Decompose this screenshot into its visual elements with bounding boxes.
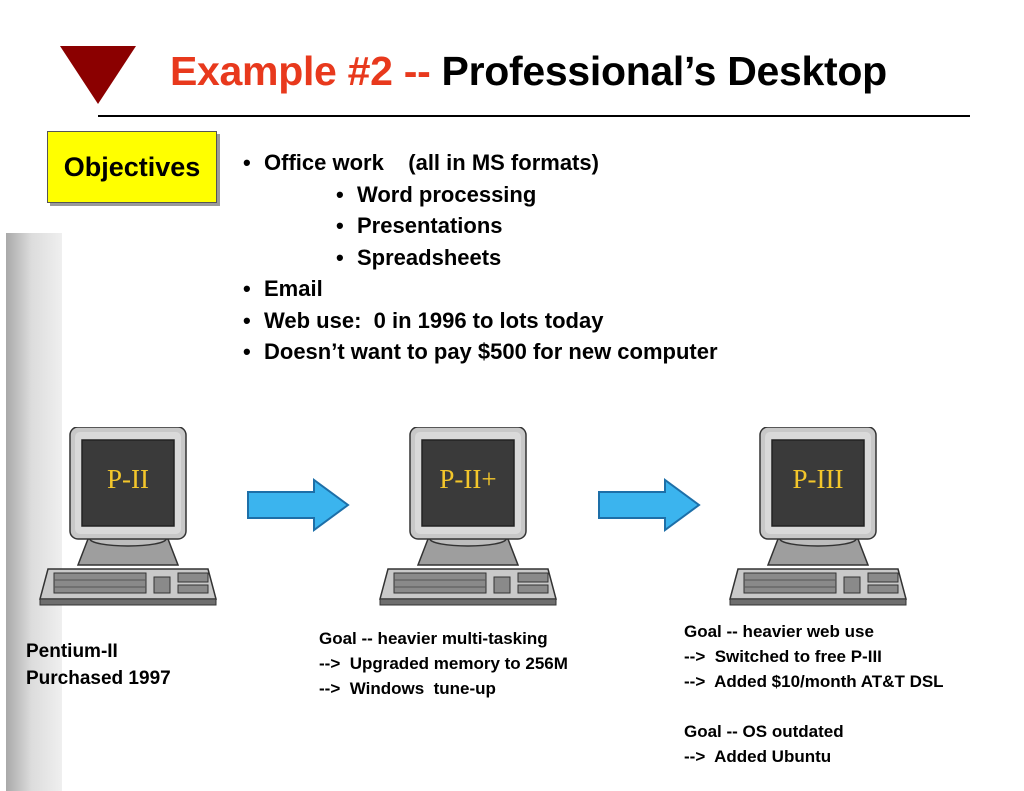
objective-item: Office work (all in MS formats) (241, 147, 718, 179)
caption-line: --> Switched to free P-III (684, 647, 882, 666)
objective-item: Email (241, 273, 718, 305)
caption-line: --> Upgraded memory to 256M (319, 654, 568, 673)
caption-line: Goal -- OS outdated (684, 722, 844, 741)
cpu-label: P-II+ (439, 464, 497, 494)
side-decor-bar (6, 233, 62, 791)
objective-subitem: Presentations (334, 210, 718, 242)
title-main: Professional’s Desktop (441, 48, 888, 94)
caption-line: --> Windows tune-up (319, 679, 496, 698)
caption-line: --> Added $10/month AT&T DSL (684, 672, 944, 691)
computer-icon (379, 426, 557, 606)
objective-item: Web use: 0 in 1996 to lots today (241, 305, 718, 337)
computer-p3: P-III (728, 426, 908, 607)
caption-web-use: Goal -- heavier web use --> Switched to f… (684, 619, 944, 769)
caption-multitasking: Goal -- heavier multi-tasking --> Upgrade… (319, 626, 568, 701)
objective-item: Doesn’t want to pay $500 for new compute… (241, 336, 718, 368)
computer-icon (729, 426, 907, 606)
cpu-label: P-II (107, 464, 149, 494)
computer-p2-plus: P-II+ (378, 426, 558, 607)
title-prefix: Example #2 -- (170, 48, 431, 94)
objective-subitem: Word processing (334, 179, 718, 211)
title-underline (98, 115, 970, 117)
caption-spacer (684, 694, 944, 719)
computer-icon (39, 426, 217, 606)
caption-line: Purchased 1997 (26, 668, 171, 689)
computer-p2: P-II (38, 426, 218, 607)
right-arrow-icon (598, 478, 701, 532)
right-arrow-icon (247, 478, 350, 532)
objectives-label-box: Objectives (47, 131, 217, 203)
caption-line: --> Added Ubuntu (684, 747, 832, 766)
cpu-label: P-III (792, 464, 844, 494)
caption-line: Goal -- heavier multi-tasking (319, 629, 548, 648)
triangle-down-icon (60, 46, 136, 104)
slide-title: Example #2 -- Professional’s Desktop (170, 48, 887, 95)
objective-subitem: Spreadsheets (334, 242, 718, 274)
caption-line: Pentium-II (26, 641, 118, 662)
objectives-list: Office work (all in MS formats) Word pro… (241, 147, 718, 368)
caption-pentium-ii: Pentium-II Purchased 1997 (26, 638, 171, 692)
caption-line: Goal -- heavier web use (684, 622, 874, 641)
